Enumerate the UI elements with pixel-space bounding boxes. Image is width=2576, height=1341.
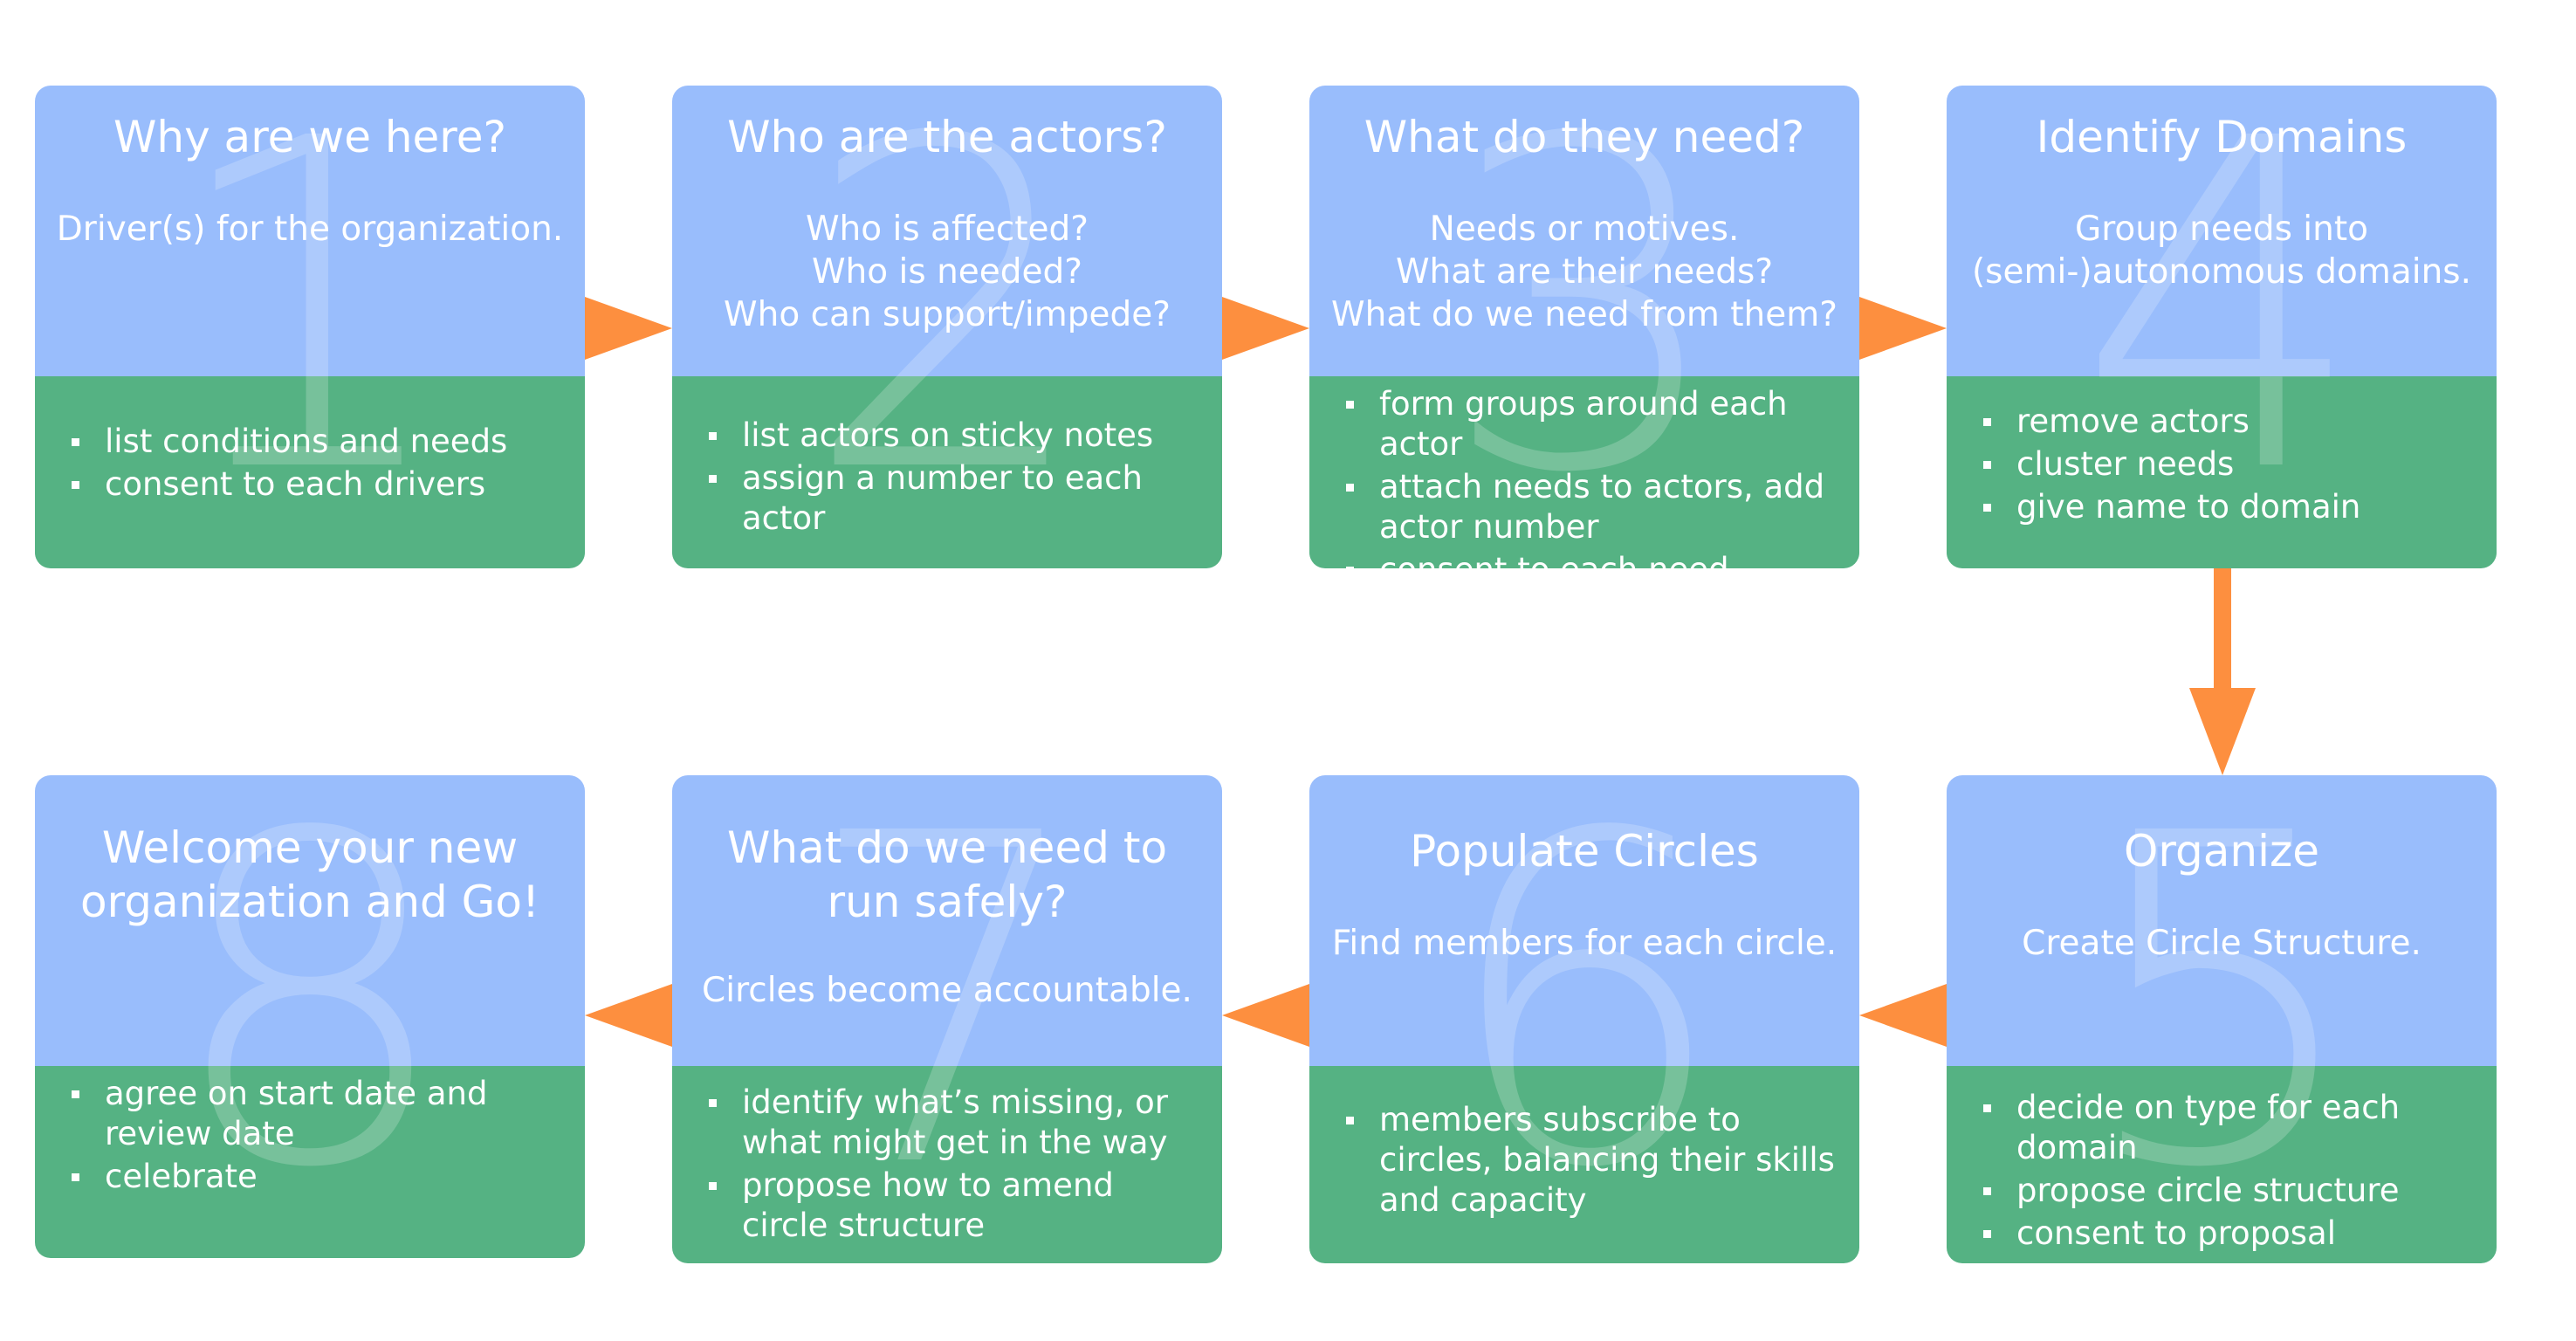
step-6-subtitle: Find members for each circle.	[1327, 922, 1842, 965]
step-card-1: 1 Why are we here? Driver(s) for the org…	[35, 86, 585, 568]
step-1-subtitle-line: Driver(s) for the organization.	[56, 210, 564, 249]
step-3-title: What do they need?	[1364, 112, 1805, 162]
step-card-7: 7 What do we need to run safely? Circles…	[672, 775, 1222, 1263]
step-4-title: Identify Domains	[2036, 112, 2408, 162]
step-6-title: Populate Circles	[1410, 826, 1759, 877]
step-6-subtitle-line: Find members for each circle.	[1331, 924, 1838, 963]
step-5-subtitle: Create Circle Structure.	[1964, 922, 2479, 965]
step-card-4: 4 Identify Domains Group needs into (sem…	[1947, 86, 2497, 568]
step-7-bullet: propose how to amend circle structure	[707, 1166, 1199, 1246]
arrow-1-to-2	[585, 297, 672, 360]
step-3-subtitle-line: What are their needs?	[1395, 252, 1774, 292]
step-5-bullet: propose circle structure	[1982, 1171, 2474, 1211]
step-2-bullets: list actors on sticky notes assign a num…	[707, 416, 1199, 541]
arrow-4-to-5-shaft	[2214, 568, 2231, 691]
step-card-6: 6 Populate Circles Find members for each…	[1309, 775, 1859, 1263]
step-7-bullet: identify what’s missing, or what might g…	[707, 1083, 1199, 1163]
step-card-2: 2 Who are the actors? Who is affected? W…	[672, 86, 1222, 568]
step-1-actions-panel	[35, 359, 585, 568]
step-4-bullet: cluster needs	[1982, 444, 2474, 485]
step-7-subtitle: Circles become accountable.	[690, 969, 1205, 1012]
step-2-subtitle-line: Who is affected?	[805, 210, 1089, 249]
step-2-bullet: list actors on sticky notes	[707, 416, 1199, 456]
step-8-bullet: agree on start date and review date	[70, 1074, 562, 1154]
arrow-5-to-6	[1859, 984, 1947, 1047]
arrow-7-to-8	[585, 984, 672, 1047]
step-6-bullets: members subscribe to circles, balancing …	[1344, 1100, 1837, 1223]
step-4-subtitle-line: (semi-)autonomous domains.	[1971, 252, 2472, 292]
step-7-question-panel	[672, 775, 1222, 1066]
step-2-subtitle-line: Who is needed?	[811, 252, 1082, 292]
arrow-4-to-5-head	[2189, 688, 2256, 775]
arrow-3-to-4	[1859, 297, 1947, 360]
arrow-2-to-3	[1222, 297, 1309, 360]
step-1-subtitle: Driver(s) for the organization.	[52, 208, 567, 251]
step-3-subtitle-line: Needs or motives.	[1429, 210, 1740, 249]
step-5-title: Organize	[2124, 826, 2319, 877]
step-6-actions-panel	[1309, 1049, 1859, 1263]
arrow-right-icon	[1222, 297, 1309, 360]
step-4-question-panel	[1947, 86, 2497, 376]
step-2-bullet: assign a number to each actor	[707, 458, 1199, 539]
step-2-question-panel	[672, 86, 1222, 376]
arrow-left-icon	[585, 984, 672, 1047]
step-5-bullet: consent to proposal	[1982, 1214, 2474, 1254]
step-3-bullet: form groups around each actor	[1344, 384, 1837, 464]
step-card-3: 3 What do they need? Needs or motives. W…	[1309, 86, 1859, 568]
arrow-right-icon	[1859, 297, 1947, 360]
step-4-bullet: remove actors	[1982, 402, 2474, 442]
step-5-bullets: decide on type for each domain propose c…	[1982, 1088, 2474, 1256]
arrow-left-icon	[1222, 984, 1309, 1047]
step-7-subtitle-line: Circles become accountable.	[702, 971, 1192, 1010]
arrow-right-icon	[585, 297, 672, 360]
step-1-bullets: list conditions and needs consent to eac…	[70, 422, 562, 507]
step-3-subtitle-line: What do we need from them?	[1331, 295, 1838, 334]
arrow-down-icon	[2189, 568, 2256, 775]
step-3-bullet: consent to each need	[1344, 550, 1837, 568]
step-7-title: What do we need to run safely?	[726, 822, 1168, 927]
step-4-bullet: give name to domain	[1982, 487, 2474, 527]
step-4-subtitle-line: Group needs into	[2074, 210, 2368, 249]
step-2-title: Who are the actors?	[727, 112, 1167, 162]
step-8-title: Welcome your new organization and Go!	[79, 822, 540, 927]
step-3-question-panel	[1309, 86, 1859, 376]
arrow-left-icon	[1859, 984, 1947, 1047]
step-5-actions-panel	[1947, 1049, 2497, 1263]
step-1-bullet: list conditions and needs	[70, 422, 562, 462]
step-2-subtitle: Who is affected? Who is needed? Who can …	[690, 208, 1205, 336]
step-8-bullet: celebrate	[70, 1157, 562, 1197]
step-7-bullets: identify what’s missing, or what might g…	[707, 1083, 1199, 1248]
step-7-actions-panel	[672, 1049, 1222, 1263]
step-3-subtitle: Needs or motives. What are their needs? …	[1327, 208, 1842, 336]
step-5-bullet: decide on type for each domain	[1982, 1088, 2474, 1168]
step-5-question-panel	[1947, 775, 2497, 1066]
step-1-bullet: consent to each drivers	[70, 464, 562, 505]
step-6-bullet: members subscribe to circles, balancing …	[1344, 1100, 1837, 1221]
step-4-bullets: remove actors cluster needs give name to…	[1982, 402, 2474, 530]
step-3-actions-panel	[1309, 359, 1859, 568]
step-5-subtitle-line: Create Circle Structure.	[2022, 924, 2421, 963]
step-8-bullets: agree on start date and review date cele…	[70, 1074, 562, 1200]
step-6-question-panel	[1309, 775, 1859, 1066]
step-card-5: 5 Organize Create Circle Structure. deci…	[1947, 775, 2497, 1263]
step-1-title: Why are we here?	[113, 112, 507, 162]
step-3-bullet: attach needs to actors, add actor number	[1344, 467, 1837, 547]
step-3-bullets: form groups around each actor attach nee…	[1344, 384, 1837, 568]
step-4-subtitle: Group needs into (semi-)autonomous domai…	[1964, 208, 2479, 293]
arrow-6-to-7	[1222, 984, 1309, 1047]
step-2-subtitle-line: Who can support/impede?	[724, 295, 1171, 334]
step-2-actions-panel	[672, 359, 1222, 568]
step-card-8: 8 Welcome your new organization and Go! …	[35, 775, 585, 1258]
step-8-actions-panel	[35, 1049, 585, 1258]
step-4-actions-panel	[1947, 359, 2497, 568]
step-1-question-panel	[35, 86, 585, 376]
step-8-question-panel	[35, 775, 585, 1066]
